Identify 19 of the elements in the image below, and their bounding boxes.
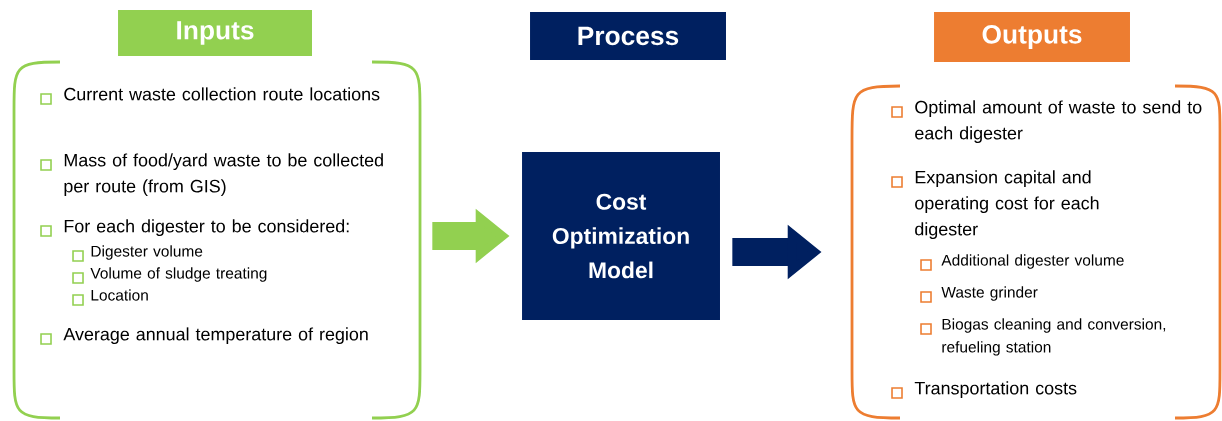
list-item: For each digester to be considered: xyxy=(64,219,349,237)
header-box: Process xyxy=(530,12,726,60)
list-item: Volume of sludge treating xyxy=(90,267,267,282)
list-panel xyxy=(850,84,1222,420)
header-box: Inputs xyxy=(118,10,312,56)
list-item: Expansion capital and operating cost for each digester xyxy=(915,170,1099,240)
list-item: Transportation costs xyxy=(914,381,1077,399)
list-item: Biogas cleaning and conversion, refueling station xyxy=(942,318,1166,356)
list-item: Current waste collection route locations xyxy=(64,87,380,101)
process-box: Cost Optimization Model xyxy=(522,152,720,320)
list-item: Digester volume xyxy=(91,245,203,260)
list-item: Optimal amount of waste to send to each digester xyxy=(915,100,1202,144)
header-box: Outputs xyxy=(934,12,1130,62)
list-item: Mass of food/yard waste to be collected per route (from GIS) xyxy=(64,153,383,197)
list-panel xyxy=(12,60,422,420)
list-item: Additional digester volume xyxy=(941,254,1124,269)
list-item: Average annual temperature of region xyxy=(63,327,368,345)
list-item: Location xyxy=(91,289,148,301)
list-item: Waste grinder xyxy=(941,286,1038,301)
